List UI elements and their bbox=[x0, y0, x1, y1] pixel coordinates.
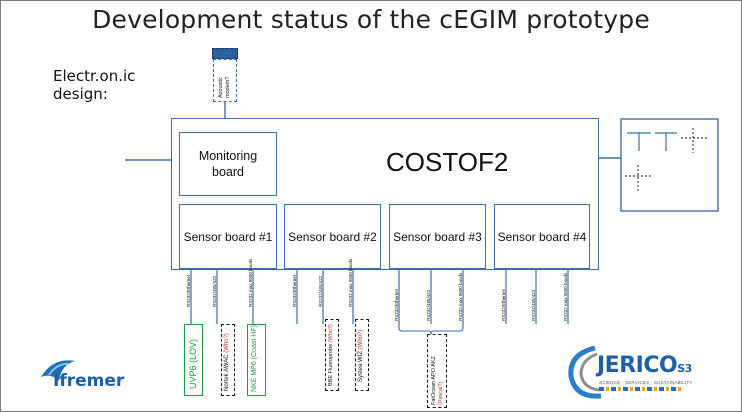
device-fatocean-label: FatOcean APO AKZ bbox=[431, 356, 437, 405]
section-label-line1: Electr.on.ic bbox=[53, 67, 136, 85]
monitoring-board: Monitoring board bbox=[179, 132, 277, 196]
port-label-sb3-485: RS232/485/422 bbox=[426, 289, 431, 321]
acoustic-modem-antenna bbox=[212, 48, 238, 59]
device-bbe-label: BBE Fluoroprobe bbox=[328, 342, 334, 386]
device-uvp6-label: UVP6 (LOV) bbox=[188, 338, 198, 389]
port-label-sb1-max: RS232 max 9600 bauds bbox=[248, 258, 253, 307]
device-systea: Systea WIZ (Who?) bbox=[355, 319, 369, 391]
port-label-sb1-eth: RS232/Ethernet bbox=[186, 274, 191, 307]
sensor-board-1: Sensor board #1 bbox=[179, 204, 277, 269]
device-bbe-owner: (Who?) bbox=[328, 324, 334, 343]
jerico-logo: JERICOS3 SCIENCE · SERVICES · SUSTAINABI… bbox=[567, 342, 717, 402]
acoustic-modem-line1: Acoustic bbox=[218, 77, 224, 98]
port-label-sb3-eth: RS232/Ethernet bbox=[394, 288, 399, 321]
section-label-line2: design: bbox=[53, 85, 108, 103]
jerico-suffix: S3 bbox=[677, 362, 692, 375]
acoustic-modem-line2: modem? bbox=[225, 76, 231, 98]
device-nke-label: NKE MP6 (Coast HF) bbox=[251, 325, 258, 392]
costof2-label: COSTOF2 bbox=[386, 147, 509, 177]
device-fatocean-owner: (Pascal?) bbox=[438, 381, 444, 405]
ifremer-wordmark: Ifremer bbox=[53, 371, 125, 391]
device-nortek: Nortek AWAC (Who?) bbox=[221, 324, 235, 396]
device-uvp6: UVP6 (LOV) bbox=[184, 324, 203, 396]
monitoring-board-line1: Monitoring bbox=[198, 149, 258, 163]
port-label-sb4-485: RS232/485/422 bbox=[531, 289, 536, 321]
section-label: Electr.on.ic design: bbox=[53, 67, 135, 103]
monitoring-board-line2: board bbox=[212, 165, 244, 179]
sensor-board-3: Sensor board #3 bbox=[389, 204, 486, 269]
jerico-wordmark: JERICO bbox=[597, 353, 678, 378]
device-nortek-label: Nortek AWAC bbox=[224, 352, 230, 391]
device-systea-owner: (Who?) bbox=[358, 329, 364, 350]
port-label-sb4-max: RS232 max 9600 bauds bbox=[563, 272, 568, 321]
jerico-tagline: SCIENCE · SERVICES · SUSTAINABILITY bbox=[599, 380, 693, 385]
ifremer-fish-icon bbox=[41, 360, 75, 381]
jerico-bar-decoration bbox=[599, 387, 681, 391]
device-fatocean: FatOcean APO AKZ (Pascal?) bbox=[427, 334, 447, 408]
port-label-sb3-max: RS232 max 9600 bauds bbox=[458, 272, 463, 321]
port-label-sb2-eth: RS232/Ethernet bbox=[292, 274, 297, 307]
device-nke: NKE MP6 (Coast HF) bbox=[247, 324, 266, 396]
ifremer-logo: Ifremer bbox=[39, 355, 129, 401]
port-label-sb2-485: RS232/485/422 bbox=[318, 275, 323, 307]
device-systea-label: Systea WIZ bbox=[358, 349, 364, 382]
jerico-swirl-icon bbox=[568, 345, 602, 399]
device-bbe: BBE Fluoroprobe (Who?) bbox=[325, 319, 339, 391]
port-label-sb4-eth: RS232/Ethernet bbox=[501, 288, 506, 321]
port-label-sb1-485: RS232/485/422 bbox=[212, 275, 217, 307]
port-label-sb2-max: RS232 max 9600 bauds bbox=[348, 258, 353, 307]
slide-title: Development status of the cEGIM prototyp… bbox=[92, 5, 650, 34]
device-nortek-owner: (Who?) bbox=[224, 333, 230, 353]
sensor-board-2: Sensor board #2 bbox=[284, 204, 381, 269]
sensor-board-4: Sensor board #4 bbox=[494, 204, 590, 269]
acoustic-modem-box: Acoustic modem? bbox=[213, 59, 237, 102]
